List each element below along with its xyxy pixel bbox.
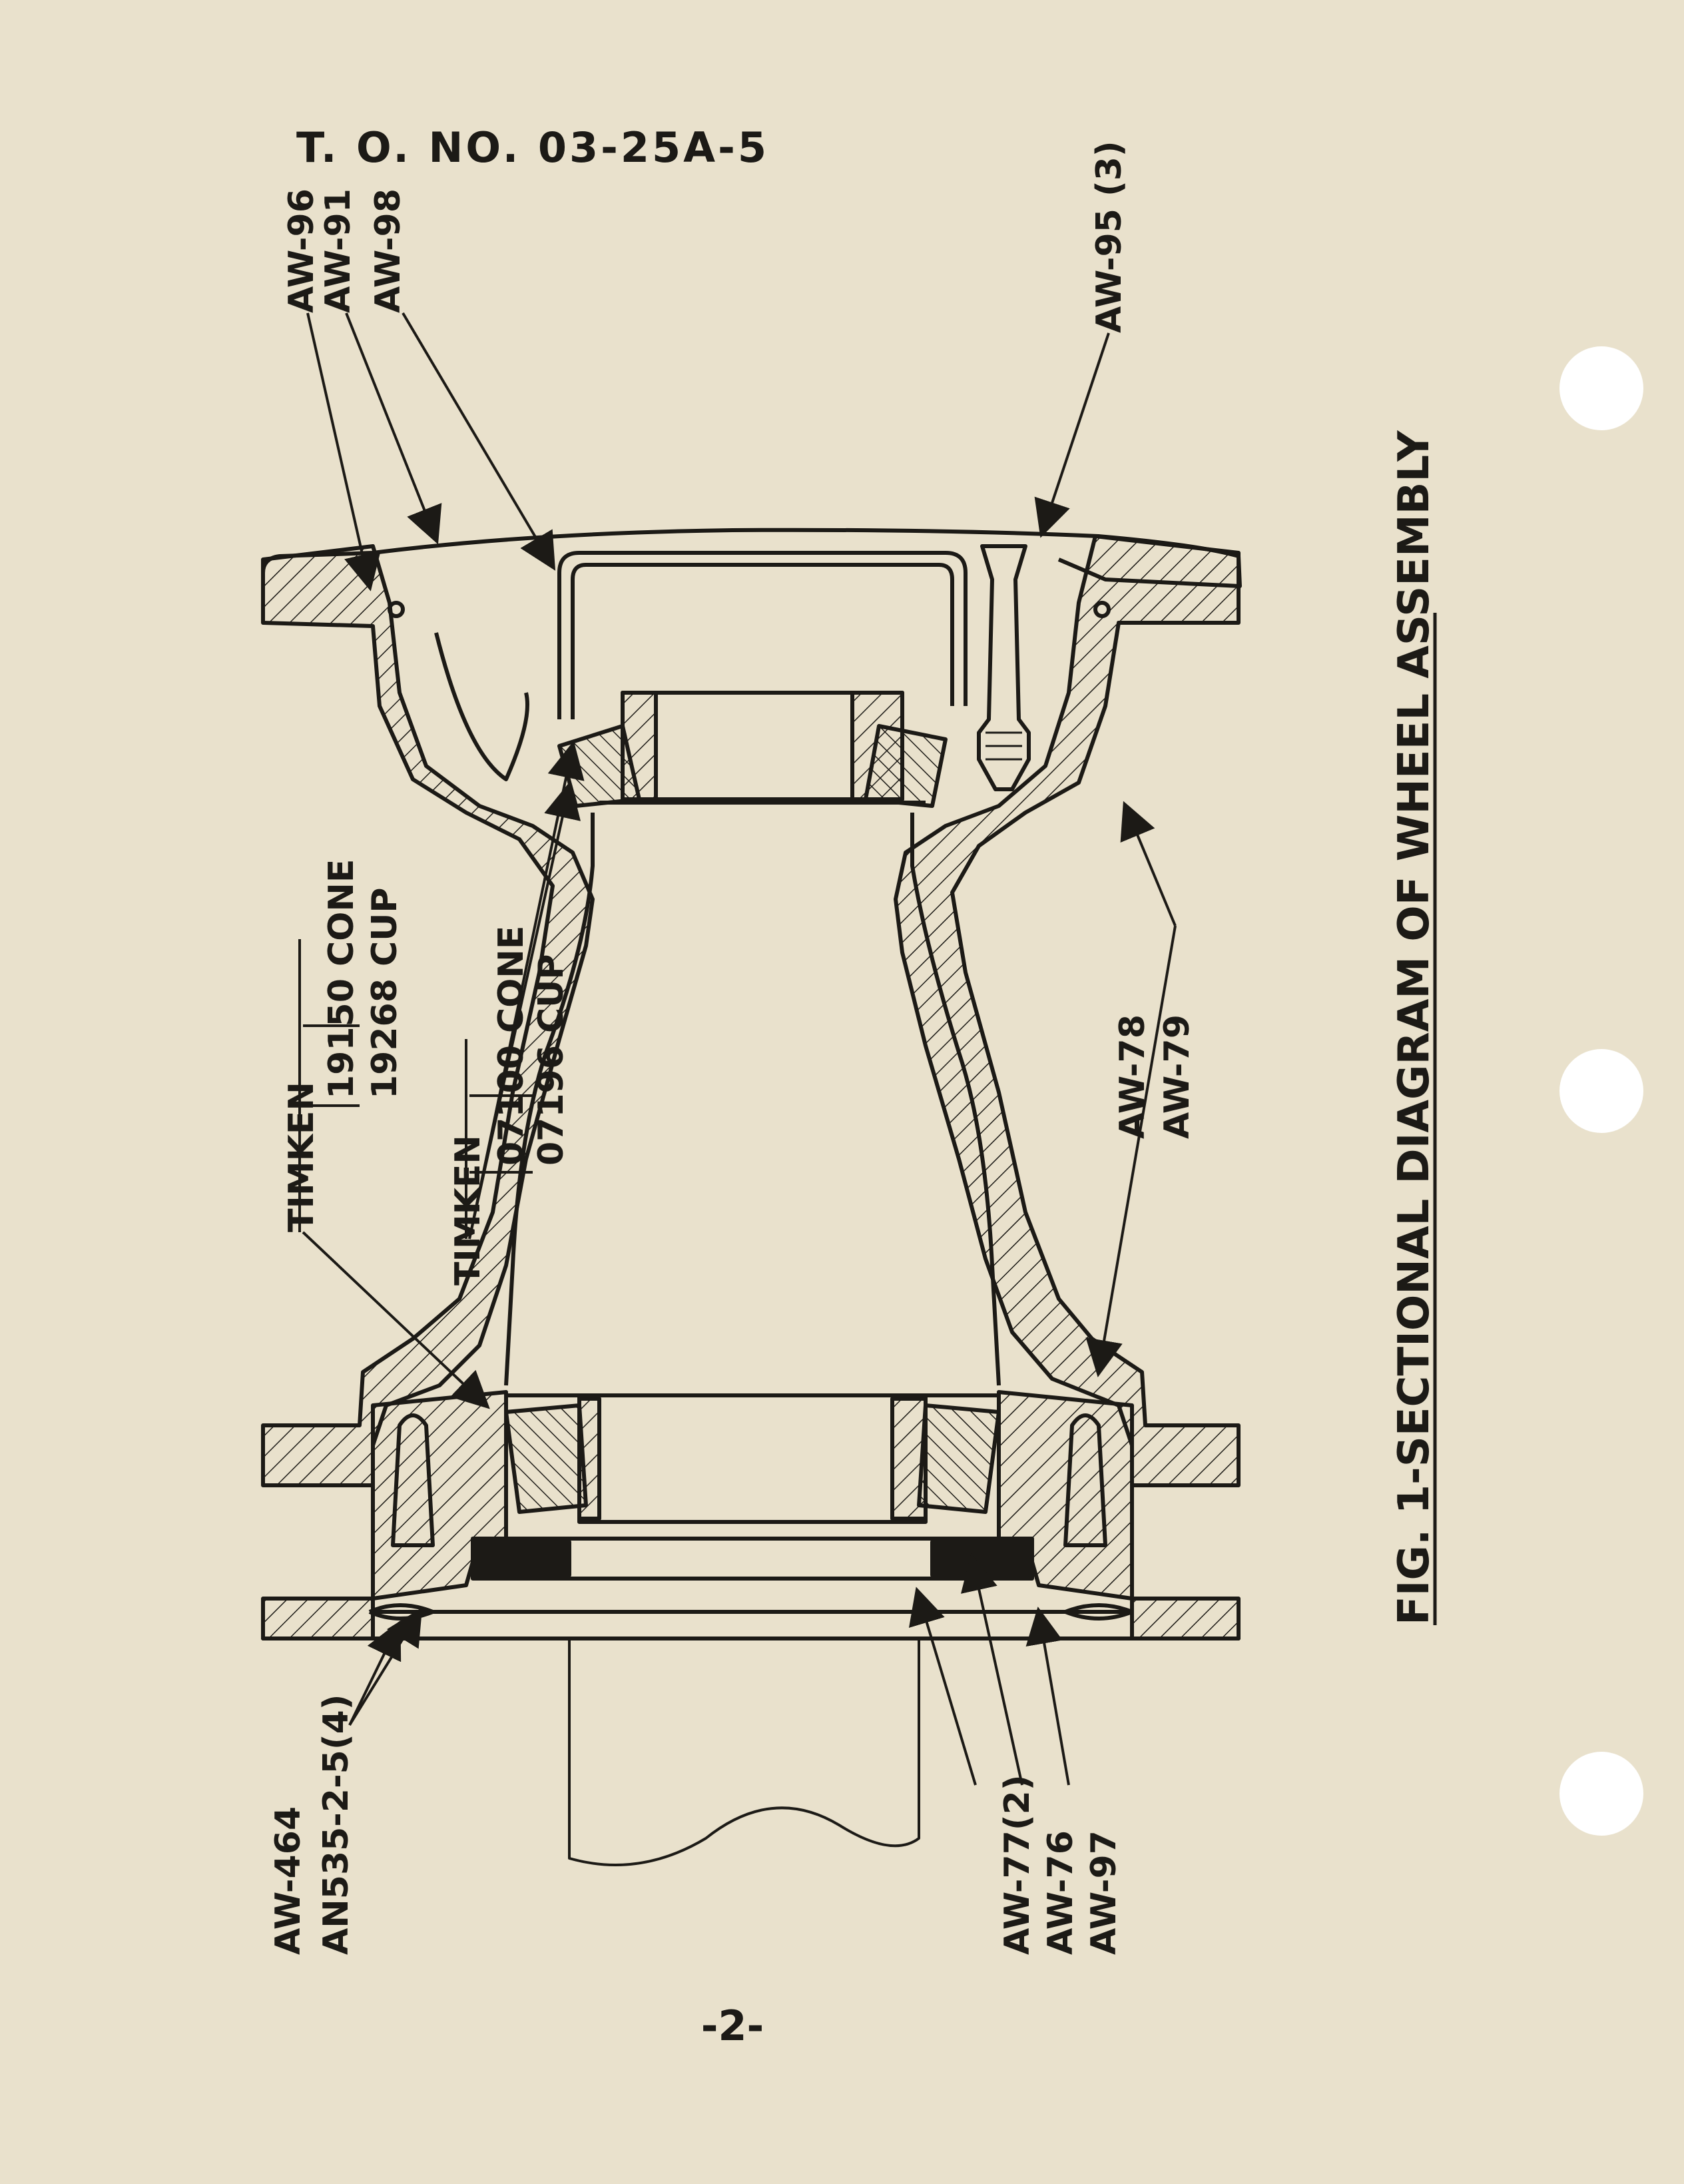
leader-aw95: [1034, 332, 1110, 538]
hub-right-inner: [910, 813, 1001, 1386]
label-aw79: AW-79: [1157, 1014, 1197, 1139]
label-timken1: TIMKEN: [282, 1082, 322, 1232]
rivet-upper-left: [388, 601, 405, 618]
leader-aw98: [402, 312, 556, 571]
lower-felt-right: [930, 1540, 1031, 1577]
upper-seal-inner: [571, 563, 954, 719]
leader-timken2b: [468, 781, 581, 1240]
label-cone1: 19150 CONE: [322, 859, 362, 1099]
label-aw77: AW-77(2): [997, 1774, 1037, 1955]
bottom-rim: [261, 1599, 1241, 1640]
label-aw98: AW-98: [368, 188, 408, 313]
hub-left-inner: [504, 813, 595, 1386]
leader-aw77: [908, 1587, 977, 1786]
lower-felt-left: [474, 1540, 571, 1577]
upper-cup-left: [621, 691, 658, 801]
lower-roller-right: [917, 1403, 1001, 1514]
rivet-upper-right: [1093, 601, 1111, 618]
lower-cup-right: [890, 1397, 928, 1521]
label-aw76: AW-76: [1041, 1830, 1081, 1955]
lower-roller-left: [504, 1403, 588, 1514]
upper-cup-right: [850, 691, 904, 801]
label-aw96: AW-96: [282, 188, 322, 313]
leader-aw79: [1085, 925, 1177, 1377]
leader-aw96: [306, 312, 381, 591]
punch-hole: [1559, 1752, 1643, 1836]
label-cup1: 19268 CUP: [365, 887, 405, 1099]
label-aw78: AW-78: [1113, 1014, 1153, 1139]
bolt-upper-right: [977, 544, 1031, 791]
label-aw464: AW-464: [268, 1806, 308, 1955]
label-aw91: AW-91: [318, 188, 358, 313]
left-groove: [434, 632, 529, 781]
leader-aw76: [960, 1553, 1023, 1786]
label-timken2: TIMKEN: [448, 1135, 488, 1285]
bolt-right: [1064, 1603, 1134, 1621]
punch-hole: [1559, 346, 1643, 430]
leader-aw97: [1025, 1607, 1070, 1786]
leader-aw78: [1120, 801, 1177, 926]
label-cone2: 07100 CONE: [491, 926, 531, 1166]
label-aw97: AW-97: [1084, 1830, 1124, 1955]
page-number: -2-: [701, 2002, 764, 2050]
wedge-left: [391, 1413, 435, 1547]
label-cup2: 07196 CUP: [531, 954, 571, 1166]
axle-outline: [568, 1638, 920, 1866]
leader-an535: [348, 1607, 423, 1726]
punch-hole: [1559, 1049, 1643, 1133]
figure-caption: FIG. 1-SECTIONAL DIAGRAM OF WHEEL ASSEMB…: [1390, 430, 1439, 1625]
label-aw95: AW-95 (3): [1089, 141, 1129, 333]
wedge-right: [1063, 1413, 1107, 1547]
leader-aw91: [345, 312, 442, 545]
lower-cup-left: [577, 1397, 601, 1521]
label-an535: AN535-2-5(4): [316, 1694, 356, 1955]
upper-seal: [557, 551, 968, 719]
lower-bearing-cone: [577, 1393, 928, 1524]
lower-seal-ring: [471, 1537, 1034, 1581]
document-header: T. O. NO. 03-25A-5: [296, 123, 769, 172]
leader-timken1: [302, 1231, 490, 1409]
